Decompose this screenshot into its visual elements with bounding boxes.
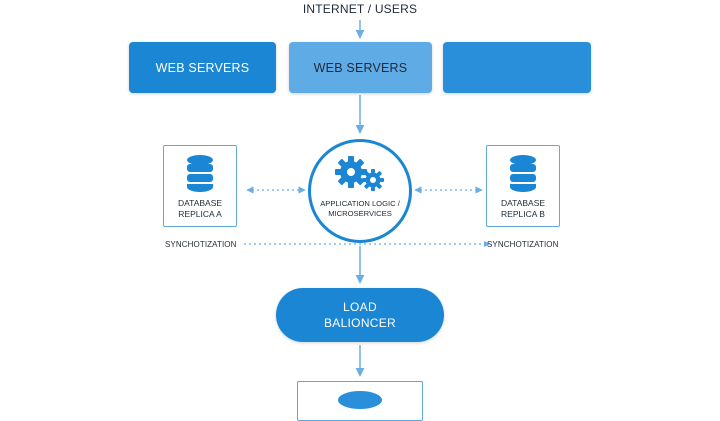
diagram-connectors (244, 20, 490, 377)
load-balancer-label-line2: BALIONCER (323, 316, 397, 330)
web-servers-label-1: WEB SERVERS (155, 60, 250, 75)
database-icon (187, 155, 213, 192)
load-balancer-node[interactable]: LOAD BALIONCER (276, 288, 444, 342)
sync-label-right: SYNCHOTIZATION (487, 240, 559, 249)
database-icon (338, 391, 382, 409)
application-logic-node[interactable]: APPLICATION LOGIC / MICROSERVICES (308, 139, 412, 243)
database-icon (510, 155, 536, 192)
application-logic-label: APPLICATION LOGIC / MICROSERVICES (320, 199, 400, 218)
web-servers-label-2: WEB SERVERS (313, 60, 408, 75)
bottom-database-card[interactable] (297, 381, 423, 421)
sync-line-arrowhead (484, 241, 490, 247)
gears-icon (335, 156, 384, 191)
web-servers-box-3[interactable] (443, 42, 591, 93)
database-replica-b-label: DATABASE REPLICA B (500, 198, 546, 219)
database-replica-b-card[interactable]: DATABASE REPLICA B (486, 145, 560, 227)
web-servers-box-1[interactable]: WEB SERVERS (129, 42, 276, 93)
load-balancer-label-line1: LOAD (343, 300, 377, 314)
sync-label-left: SYNCHOTIZATION (165, 240, 237, 249)
database-replica-a-card[interactable]: DATABASE REPLICA A (163, 145, 237, 227)
internet-users-label: INTERNET / USERS (302, 2, 418, 16)
web-servers-box-2[interactable]: WEB SERVERS (289, 42, 432, 93)
database-replica-a-label: DATABASE REPLICA A (177, 198, 223, 219)
